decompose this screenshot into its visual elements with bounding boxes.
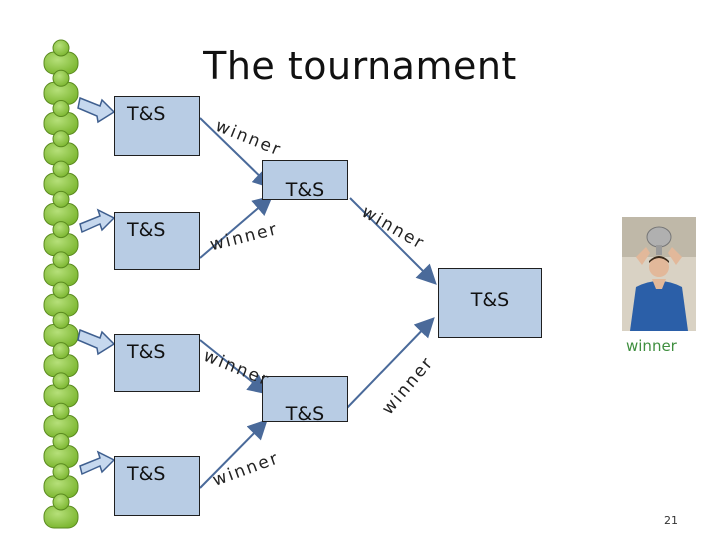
player-icon — [43, 251, 79, 287]
entry-arrow-3 — [77, 328, 116, 356]
player-icon — [43, 160, 79, 196]
match-box-r1-3: T&S — [114, 334, 200, 392]
player-icon — [43, 432, 79, 468]
player-icon — [43, 463, 79, 499]
match-box-r1-2: T&S — [114, 212, 200, 270]
match-box-r1-4: T&S — [114, 456, 200, 516]
match-box-r2-1: T&S — [262, 160, 348, 201]
connector-2 — [199, 195, 274, 259]
player-icon — [43, 221, 79, 257]
match-box-r2-2: T&S — [262, 376, 348, 425]
player-icon — [43, 100, 79, 136]
page-number: 21 — [664, 514, 678, 527]
entry-arrow-1 — [77, 96, 116, 124]
match-box-r1-1: T&S — [114, 96, 200, 156]
champion-winner-label: winner — [626, 337, 677, 355]
match-box-label: T&S — [127, 341, 166, 363]
player-icon — [43, 39, 79, 75]
entry-arrow-4 — [79, 450, 116, 476]
match-box-label: T&S — [285, 179, 325, 201]
player-icon — [43, 402, 79, 438]
player-icon — [43, 190, 79, 226]
match-box-label: T&S — [127, 463, 166, 485]
connector-4 — [199, 339, 269, 395]
connector-5 — [199, 419, 268, 489]
connector-1 — [199, 117, 273, 189]
connector-6 — [344, 317, 435, 411]
entry-arrows — [77, 96, 116, 476]
player-icon — [43, 342, 79, 378]
player-icon — [43, 281, 79, 317]
match-box-label: T&S — [127, 219, 166, 241]
player-icon — [43, 372, 79, 408]
champion-photo — [622, 217, 696, 331]
player-icon — [43, 311, 79, 347]
match-box-label: T&S — [470, 289, 510, 311]
match-box-final: T&S — [438, 268, 542, 338]
connector-3 — [349, 197, 437, 285]
entry-arrow-2 — [79, 208, 116, 234]
match-box-label: T&S — [127, 103, 166, 125]
match-box-label: T&S — [285, 403, 325, 425]
player-icons — [43, 39, 79, 529]
player-icon — [43, 130, 79, 166]
slide-title: The tournament — [203, 44, 517, 88]
player-icon — [43, 493, 79, 529]
player-icon — [43, 69, 79, 105]
